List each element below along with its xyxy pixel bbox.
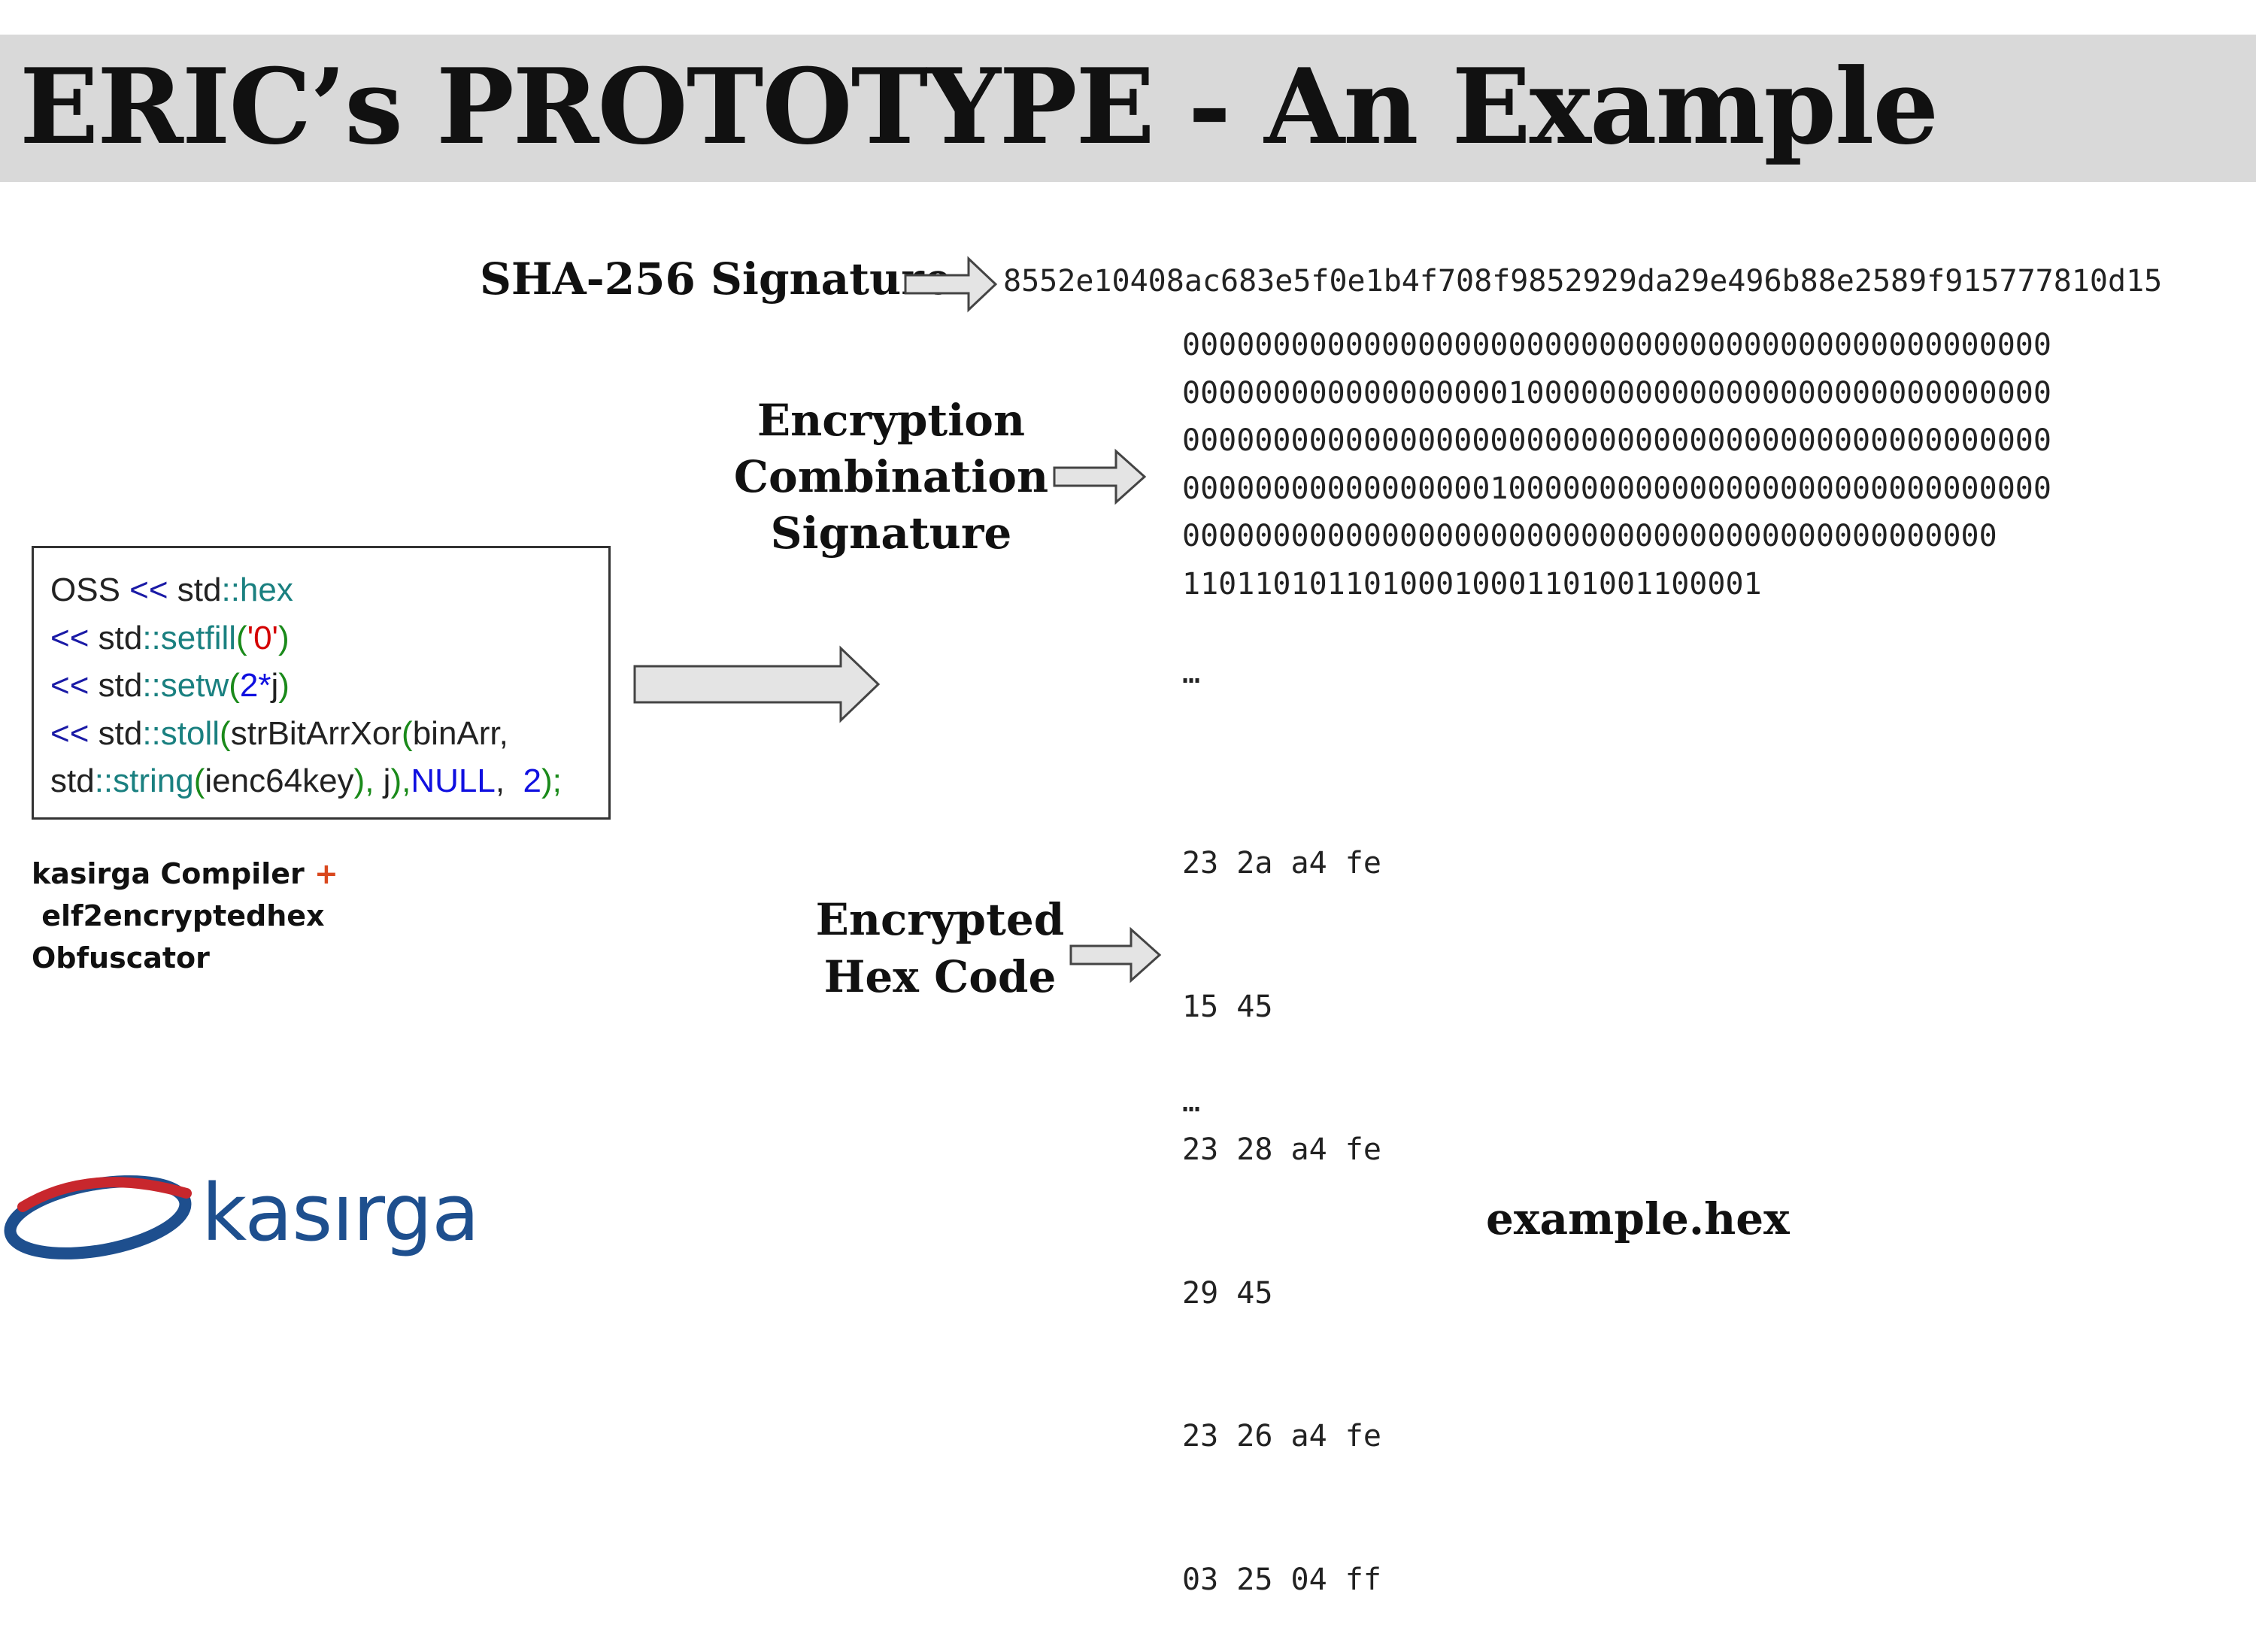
code-token: ::stoll: [142, 714, 220, 752]
code-token: std: [98, 619, 143, 656]
hex-arrow-icon: [1069, 926, 1162, 984]
code-token: <<: [50, 714, 89, 752]
code-line: << std::setw(2*j): [50, 662, 608, 710]
encryption-line: 0000000000000000000000000000000000000000…: [1182, 328, 2051, 362]
hex-line: 29 45: [1182, 1275, 1273, 1311]
code-token: ienc64key: [205, 762, 354, 799]
code-token: NULL: [411, 762, 496, 799]
encryption-label-line: Encryption: [757, 395, 1026, 446]
encryption-line: 0000000000000000001000000000000000000000…: [1182, 375, 2051, 411]
hex-code-block: 23 2a a4 fe 15 45 23 28 a4 fe 29 45 23 2…: [1182, 744, 1381, 1652]
encryption-line: 11011010110100010001101001100001: [1182, 566, 1762, 602]
code-token: std: [50, 762, 95, 799]
code-token: std: [98, 667, 143, 704]
code-token: 2*: [239, 667, 271, 704]
code-token: <<: [129, 571, 168, 608]
caption-line: Obfuscator: [32, 941, 210, 975]
hex-line: 23 26 a4 fe: [1182, 1419, 1381, 1453]
encryption-label-line: Signature: [770, 508, 1012, 559]
code-token: (: [236, 619, 247, 656]
logo-wordmark: kasırga: [202, 1167, 480, 1259]
hex-line: 15 45: [1182, 989, 1273, 1024]
hex-label-line: Hex Code: [823, 951, 1057, 1002]
code-line: std::string(ienc64key), j),NULL, 2);: [50, 757, 608, 805]
code-token: j: [383, 762, 391, 799]
code-token: binArr,: [412, 714, 508, 752]
hex-line: 23 2a a4 fe: [1182, 846, 1381, 881]
encryption-line: 0000000000000000010000000000000000000000…: [1182, 471, 2051, 506]
sha-value: 8552e10408ac683e5f0e1b4f708f9852929da29e…: [1003, 264, 2163, 299]
code-line: << std::setfill('0'): [50, 614, 608, 662]
code-token: ): [278, 667, 290, 704]
caption-text: elf2encryptedhex: [32, 899, 325, 932]
encryption-line: 0000000000000000000000000000000000000000…: [1182, 423, 2051, 458]
code-token: ::hex: [221, 571, 293, 608]
plus-sign: +: [314, 857, 338, 890]
file-name: example.hex: [1486, 1193, 1790, 1244]
code-token: OSS: [50, 571, 120, 608]
code-snippet-box: OSS << std::hex << std::setfill('0') << …: [32, 546, 611, 820]
code-token: ,: [495, 762, 523, 799]
title-bar: [0, 35, 2256, 182]
hex-label-line: Encrypted: [815, 894, 1065, 945]
code-token: (: [229, 667, 240, 704]
code-line: << std::stoll(strBitArrXor(binArr,: [50, 710, 608, 758]
sha-label: SHA-256 Signature: [480, 253, 952, 305]
code-token: std: [177, 571, 222, 608]
code-token: ),: [390, 762, 411, 799]
code-token: ::setw: [142, 667, 229, 704]
code-token: std: [98, 714, 143, 752]
code-token: ),: [353, 762, 384, 799]
code-token: '0': [247, 619, 278, 656]
hex-line: 23 28 a4 fe: [1182, 1132, 1381, 1167]
hex-label: Encrypted Hex Code: [797, 891, 1083, 1005]
code-arrow-icon: [633, 645, 881, 723]
code-line: OSS << std::hex: [50, 566, 608, 614]
code-token: (: [402, 714, 413, 752]
hex-ellipsis: …: [1182, 1084, 1201, 1119]
code-token: ::setfill: [142, 619, 237, 656]
code-token: ): [277, 619, 290, 656]
code-token: (: [220, 714, 231, 752]
code-token: ::string: [94, 762, 194, 799]
encryption-signature-block: 0000000000000000000000000000000000000000…: [1182, 322, 2051, 608]
code-token: (: [193, 762, 205, 799]
code-token: );: [541, 762, 562, 799]
encryption-label: Encryption Combination Signature: [722, 393, 1060, 562]
code-token: strBitArrXor: [230, 714, 402, 752]
sha-arrow-icon: [904, 256, 998, 313]
code-token: <<: [50, 667, 89, 704]
compiler-caption: kasirga Compiler + elf2encryptedhex Obfu…: [32, 853, 603, 979]
encryption-ellipsis: …: [1182, 656, 1201, 690]
kasirga-logo-icon: [4, 1175, 192, 1259]
encryption-arrow-icon: [1053, 448, 1147, 505]
page-title: ERIC’s PROTOTYPE - An Example: [20, 45, 1939, 168]
hex-line: 03 25 04 ff: [1182, 1562, 1381, 1597]
caption-line: kasirga Compiler + elf2encryptedhex: [32, 853, 603, 937]
code-token: j: [271, 667, 279, 704]
encryption-line: 0000000000000000000000000000000000000000…: [1182, 519, 1997, 553]
encryption-label-line: Combination: [733, 451, 1049, 502]
code-token: <<: [50, 619, 89, 656]
caption-text: kasirga Compiler: [32, 857, 314, 890]
code-token: 2: [523, 762, 541, 799]
